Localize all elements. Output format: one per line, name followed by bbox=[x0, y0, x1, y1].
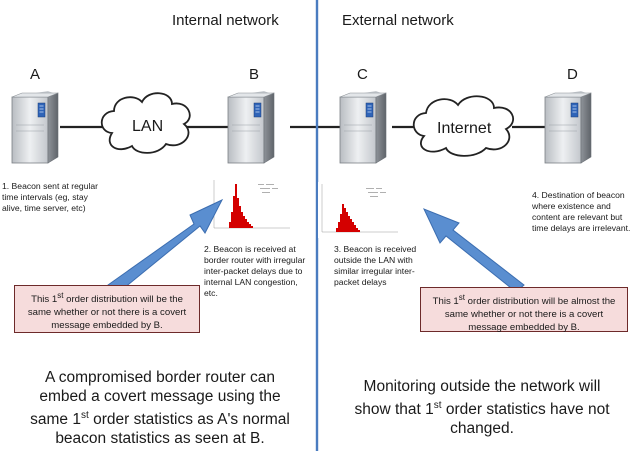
node-c-label: C bbox=[357, 66, 368, 83]
node-d-label: D bbox=[567, 66, 578, 83]
step-2-text: 2. Beacon is received at border router w… bbox=[204, 244, 306, 298]
lan-label: LAN bbox=[132, 118, 164, 135]
right-summary-text-end: order statistics have not changed. bbox=[441, 401, 610, 438]
internet-cloud bbox=[412, 95, 514, 157]
right-callout-superscript: st bbox=[458, 293, 465, 302]
left-summary-text-start: A compromised border router can embed a … bbox=[30, 369, 281, 429]
step-4-text: 4. Destination of beacon where existence… bbox=[532, 190, 631, 233]
right-callout-box: This 1st order distribution will be almo… bbox=[420, 287, 628, 334]
right-arrow bbox=[423, 208, 525, 293]
right-callout-text-end: order distribution will be almost the sa… bbox=[444, 296, 616, 334]
left-arrow bbox=[107, 198, 224, 294]
step-3-text: 3. Beacon is received outside the LAN wi… bbox=[334, 244, 417, 287]
server-d-icon bbox=[544, 90, 592, 164]
step-1-text: 1. Beacon sent at regular time intervals… bbox=[2, 181, 99, 213]
left-summary: A compromised border router can embed a … bbox=[20, 368, 300, 448]
histogram-b-chart bbox=[209, 178, 291, 234]
internet-label: Internet bbox=[437, 120, 492, 137]
right-callout-text-start: This 1 bbox=[432, 296, 459, 308]
internal-network-title: Internal network bbox=[172, 12, 279, 29]
right-summary-text-start: Monitoring outside the network will show… bbox=[354, 378, 601, 419]
right-summary-superscript: st bbox=[433, 400, 442, 411]
left-callout-text-start: This 1 bbox=[31, 294, 58, 306]
left-callout-superscript: st bbox=[57, 291, 64, 300]
server-b-icon bbox=[227, 90, 275, 164]
histogram-c-chart bbox=[318, 182, 400, 238]
left-summary-text-end: order statistics as A's normal beacon st… bbox=[55, 411, 290, 448]
node-a-label: A bbox=[30, 66, 41, 83]
node-b-label: B bbox=[249, 66, 260, 83]
left-summary-superscript: st bbox=[80, 410, 89, 421]
left-callout-box: This 1st order distribution will be the … bbox=[14, 285, 200, 333]
server-a-icon bbox=[11, 90, 59, 164]
external-network-title: External network bbox=[342, 12, 454, 29]
right-summary: Monitoring outside the network will show… bbox=[352, 377, 612, 438]
lan-cloud bbox=[100, 92, 191, 154]
server-c-icon bbox=[339, 90, 387, 164]
left-callout-text-end: order distribution will be the same whet… bbox=[27, 294, 187, 332]
